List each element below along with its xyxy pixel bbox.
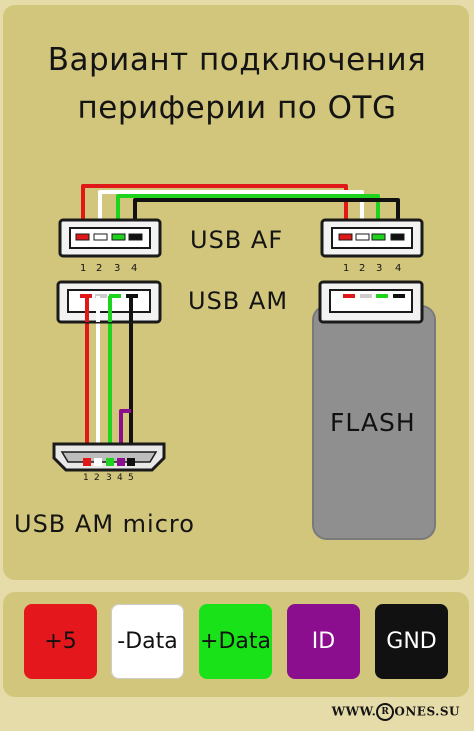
legend-minus-data: -Data xyxy=(111,604,184,679)
legend-label: +Data xyxy=(200,629,271,654)
legend-label: +5 xyxy=(44,629,77,654)
title-line-2: периферии по OTG xyxy=(77,90,397,126)
title-line-1: Вариант подключения xyxy=(47,42,427,78)
pin-green xyxy=(371,233,386,241)
pin-white xyxy=(93,233,108,241)
usb-af-right-connector xyxy=(320,218,424,258)
micro-wires xyxy=(85,296,133,462)
watermark-ring: R xyxy=(376,703,395,721)
pin-number: 3 xyxy=(376,263,383,274)
pin-number: 1 xyxy=(83,473,89,483)
pin-red xyxy=(338,233,353,241)
pin-white xyxy=(355,233,370,241)
pin-green xyxy=(111,233,126,241)
wire-red-af xyxy=(81,184,348,236)
pin-number: 2 xyxy=(94,473,100,483)
usb-am-right-connector xyxy=(318,280,424,324)
pin-black xyxy=(390,233,405,241)
usb-af-label: USB AF xyxy=(190,226,284,254)
legend-id: ID xyxy=(287,604,360,679)
pin-number: 2 xyxy=(96,263,103,274)
wire-black-af xyxy=(133,198,400,236)
legend-label: GND xyxy=(386,629,437,654)
legend-label: -Data xyxy=(117,629,178,654)
pin-number: 1 xyxy=(343,263,350,274)
pin-number: 5 xyxy=(128,473,134,483)
pin-number: 1 xyxy=(80,263,87,274)
wire-green-af xyxy=(116,194,380,236)
watermark-prefix: WWW. xyxy=(331,704,377,719)
legend-label: ID xyxy=(311,629,336,654)
pin-number: 3 xyxy=(114,263,121,274)
usb-am-label: USB AM xyxy=(188,287,289,315)
usb-micro-connector xyxy=(52,442,166,472)
legend-plus-data: +Data xyxy=(199,604,272,679)
flash-label: FLASH xyxy=(330,408,416,437)
watermark-rest: ONES.SU xyxy=(394,704,460,719)
usb-af-left-connector xyxy=(58,218,162,258)
usb-am-micro-label: USB AM micro xyxy=(14,510,195,538)
wire-white-af xyxy=(98,190,364,236)
pin-number: 4 xyxy=(131,263,138,274)
pin-number: 2 xyxy=(359,263,366,274)
legend-gnd: GND xyxy=(375,604,448,679)
pin-red xyxy=(75,233,90,241)
pin-number: 4 xyxy=(395,263,402,274)
legend-plus5: +5 xyxy=(24,604,97,679)
pin-black xyxy=(128,233,143,241)
pin-number: 4 xyxy=(117,473,123,483)
pin-number: 3 xyxy=(106,473,112,483)
af-wires xyxy=(81,184,400,236)
